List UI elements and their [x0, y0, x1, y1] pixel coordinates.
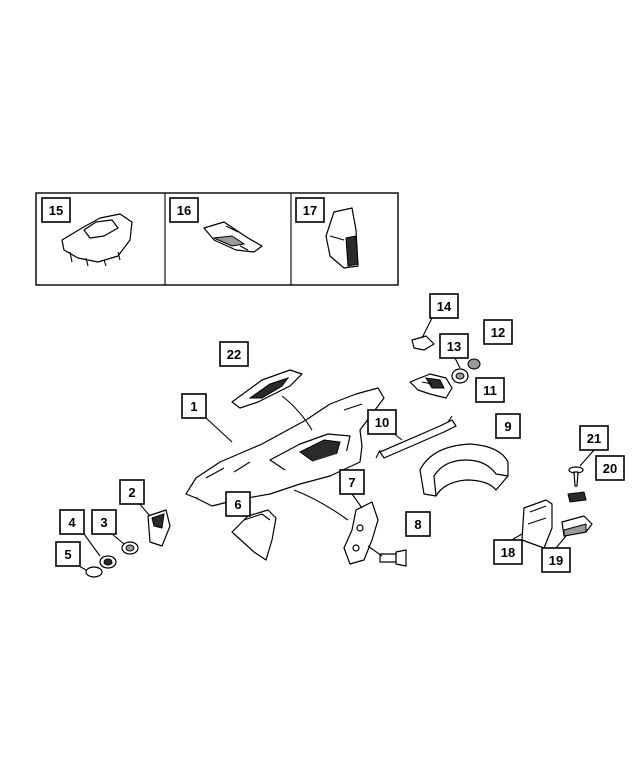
part-8-bolt: [379, 549, 407, 567]
callout-3: 3: [91, 509, 117, 535]
svg-text:8: 8: [414, 517, 421, 532]
callout-12: 12: [483, 319, 513, 345]
callout-20: 20: [595, 455, 625, 481]
svg-text:12: 12: [491, 325, 505, 340]
part-5-cap: [85, 566, 103, 578]
callout-2: 2: [119, 479, 145, 505]
svg-text:18: 18: [501, 545, 515, 560]
svg-text:6: 6: [234, 497, 241, 512]
part-14-clip: [411, 335, 435, 351]
part-21-screw: [568, 466, 584, 487]
part-9-cluster-bezel: [419, 443, 509, 497]
part-3-ring: [121, 541, 139, 555]
svg-text:20: 20: [603, 461, 617, 476]
inset-panel: [35, 192, 399, 286]
svg-text:5: 5: [64, 547, 71, 562]
svg-text:7: 7: [348, 475, 355, 490]
callout-1: 1: [181, 393, 207, 419]
part-12-cap: [467, 358, 481, 370]
part-6-cluster-hood: [231, 509, 277, 561]
part-22-defroster-grille: [231, 369, 303, 409]
callout-18: 18: [493, 539, 523, 565]
svg-text:16: 16: [177, 203, 191, 218]
part-7-bracket: [343, 501, 379, 565]
callout-22: 22: [219, 341, 249, 367]
part-16-bracket: [203, 221, 263, 253]
callout-19: 19: [541, 547, 571, 573]
part-2-vent: [147, 509, 171, 547]
part-11-vent-duct: [409, 373, 453, 399]
svg-text:10: 10: [375, 415, 389, 430]
callout-9: 9: [495, 413, 521, 439]
callout-5: 5: [55, 541, 81, 567]
leader-6: [293, 489, 349, 521]
part-13-ring: [451, 368, 469, 384]
svg-text:21: 21: [587, 431, 601, 446]
callout-10: 10: [367, 409, 397, 435]
callout-15: 15: [41, 197, 71, 223]
svg-text:4: 4: [68, 515, 76, 530]
callout-17: 17: [295, 197, 325, 223]
callout-4: 4: [59, 509, 85, 535]
callout-16: 16: [169, 197, 199, 223]
part-20-clip: [567, 491, 587, 503]
svg-text:15: 15: [49, 203, 63, 218]
part-1-instrument-panel: [185, 387, 385, 507]
callout-8: 8: [405, 511, 431, 537]
part-10-support-bar: [375, 415, 457, 459]
svg-text:17: 17: [303, 203, 317, 218]
svg-text:9: 9: [504, 419, 511, 434]
callout-21: 21: [579, 425, 609, 451]
svg-text:22: 22: [227, 347, 241, 362]
part-15-bracket: [61, 213, 133, 267]
callout-13: 13: [439, 333, 469, 359]
svg-text:14: 14: [437, 299, 452, 314]
part-19-pad: [561, 515, 593, 537]
callout-14: 14: [429, 293, 459, 319]
leader-22: [281, 395, 313, 431]
svg-text:1: 1: [190, 399, 197, 414]
part-18-bracket: [521, 499, 553, 549]
callout-11: 11: [475, 377, 505, 403]
svg-text:13: 13: [447, 339, 461, 354]
svg-text:11: 11: [483, 383, 497, 398]
svg-text:2: 2: [128, 485, 135, 500]
svg-text:3: 3: [100, 515, 107, 530]
part-4-knob: [99, 555, 117, 569]
part-17-bracket: [325, 207, 359, 269]
callout-6: 6: [225, 491, 251, 517]
svg-text:19: 19: [549, 553, 563, 568]
callout-7: 7: [339, 469, 365, 495]
